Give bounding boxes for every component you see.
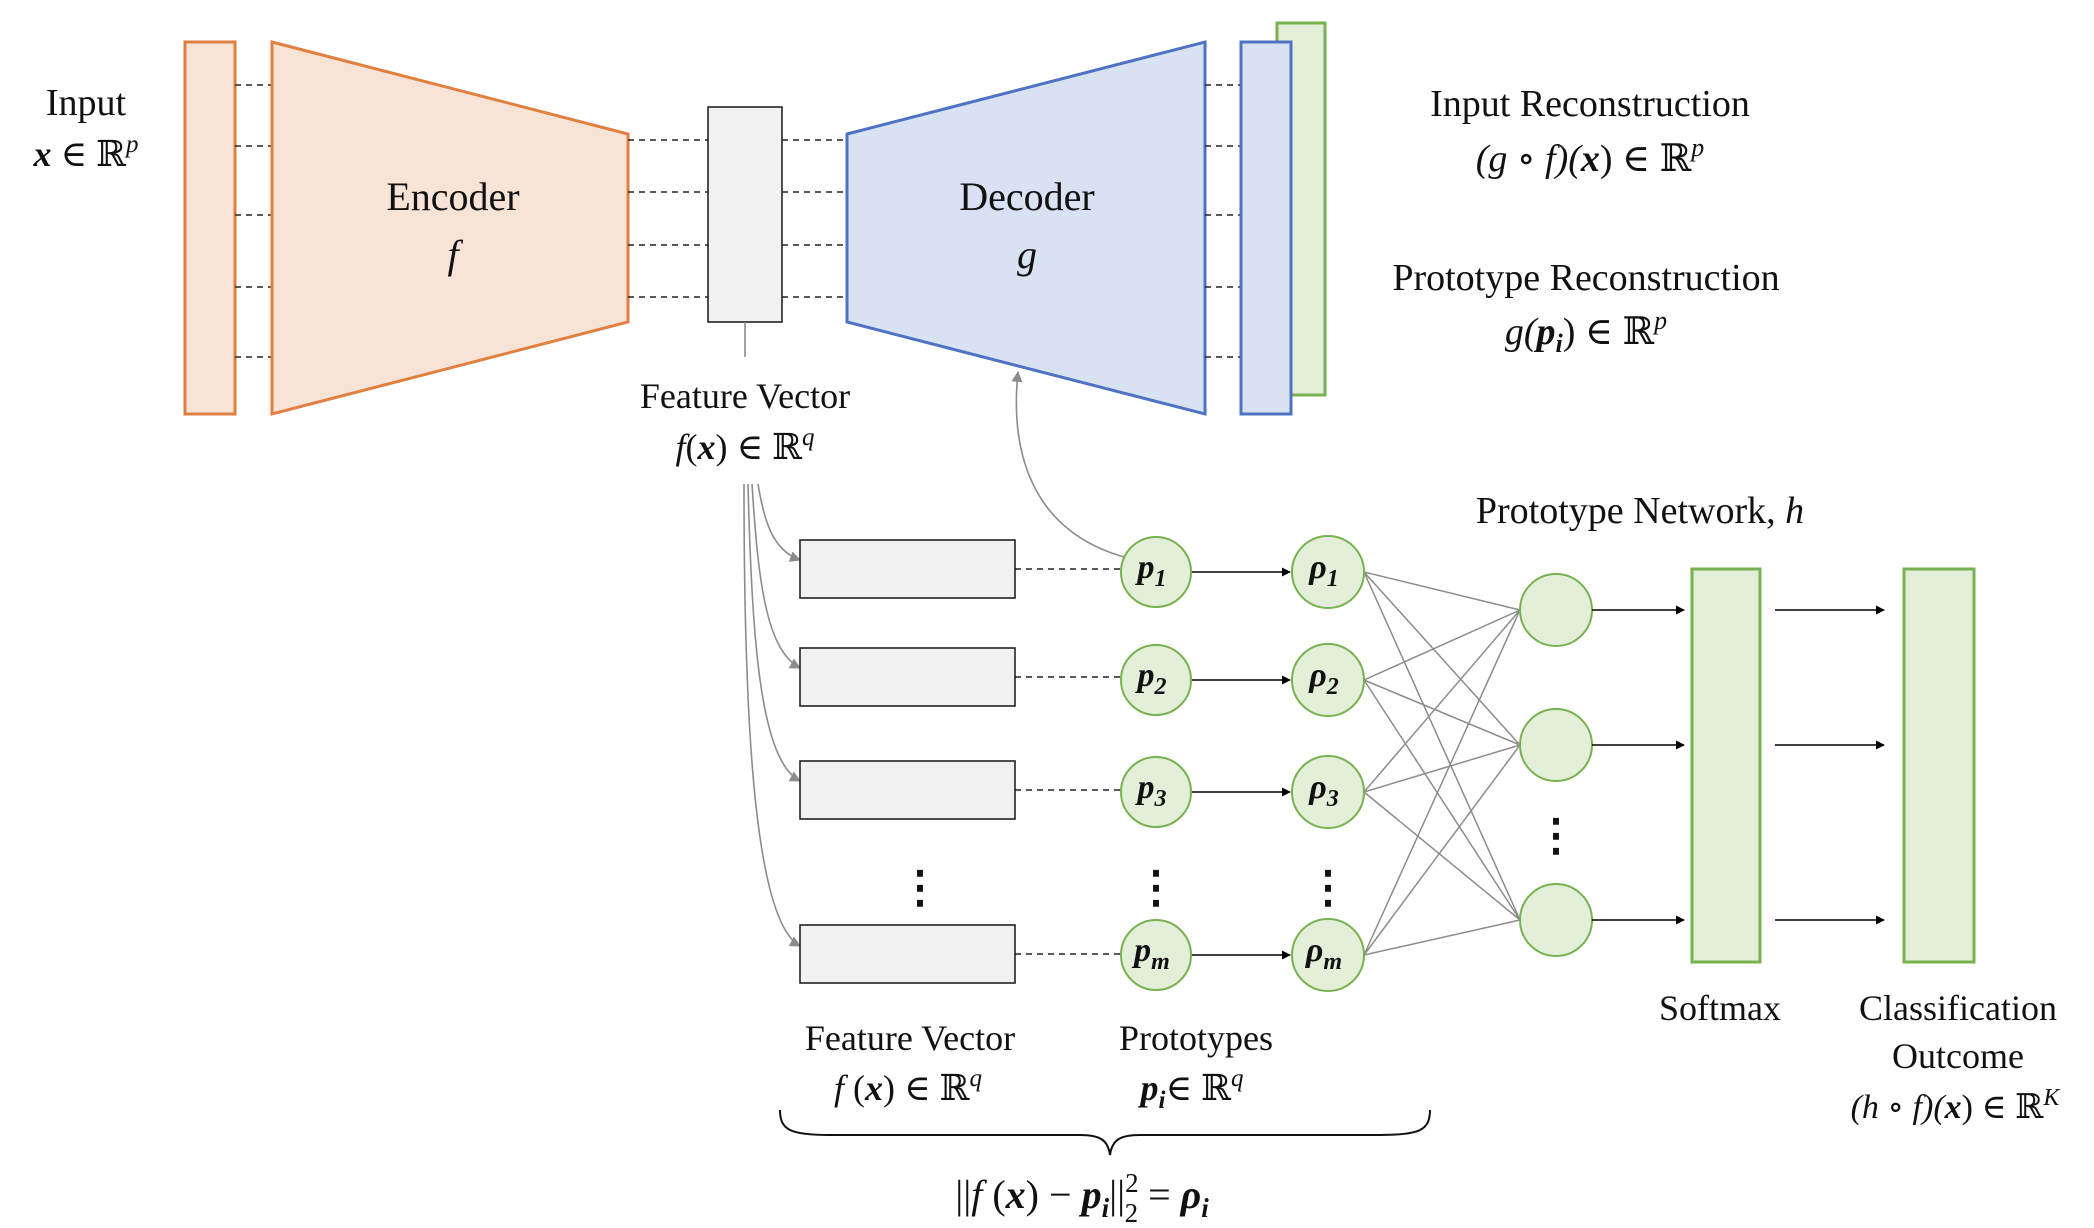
underbrace: [779, 1109, 1431, 1156]
classification-label-line1: Classification: [1859, 988, 2057, 1028]
decoder-symbol: g: [1017, 232, 1037, 277]
feature-vector-top: [707, 106, 783, 323]
feature-box-2: [799, 647, 1016, 707]
prototype-node-m: [1120, 919, 1192, 991]
encoder-block: [270, 40, 630, 416]
input-title: Input: [46, 82, 127, 124]
prototype-node-3: [1120, 756, 1192, 828]
input-reconstruction-layer: [1239, 40, 1293, 416]
feature-box-3: [799, 760, 1016, 820]
feature-vector-top-domain: f(x) ∈ ℝq: [675, 424, 814, 467]
prototype-label-1: p1: [1135, 549, 1167, 592]
feature-box-m: [799, 924, 1016, 984]
prototypes-bottom-title: Prototypes: [1119, 1018, 1273, 1058]
classification-formula: (h ∘ f)(x) ∈ ℝK: [1851, 1085, 2062, 1126]
prototype-node-1: [1120, 536, 1192, 608]
rho-label-1: ρ1: [1308, 549, 1339, 592]
feature-vector-top-title: Feature Vector: [640, 376, 850, 416]
feature-box-1: [799, 539, 1016, 599]
rho-column: [1291, 535, 1365, 992]
ellipsis-prototypes: ⋮: [1134, 863, 1178, 912]
prototype-column: [1120, 536, 1192, 991]
input-layer: [183, 40, 237, 416]
decoder-title: Decoder: [959, 174, 1094, 219]
softmax-output-arrows: [1775, 605, 1885, 925]
feature-fan-arrows: [743, 483, 802, 947]
prototype-rho-arrows: [1192, 567, 1291, 960]
rho-node-m: [1291, 918, 1365, 992]
classification-label-line2: Outcome: [1892, 1036, 2024, 1076]
decoder-output-connectors: [1205, 84, 1241, 358]
feature-vector-bottom-title: Feature Vector: [805, 1018, 1015, 1058]
box-prototype-connectors: [1015, 568, 1120, 955]
prototype-node-2: [1120, 644, 1192, 716]
prototype-reconstruction-title: Prototype Reconstruction: [1392, 257, 1779, 299]
input-reconstruction-title: Input Reconstruction: [1430, 83, 1750, 125]
ellipsis-boxes: ⋮: [898, 863, 942, 912]
hidden-softmax-arrows: [1592, 605, 1685, 925]
prototype-reconstruction-formula: g(pi) ∈ ℝp: [1505, 306, 1667, 358]
input-reconstruction-formula: (g ∘ f)(x) ∈ ℝp: [1476, 133, 1705, 180]
prototype-to-decoder-arrow: [1011, 370, 1125, 558]
encoder-feature-connectors: [628, 139, 708, 298]
ellipsis-rho: ⋮: [1306, 863, 1350, 912]
encoder-title: Encoder: [386, 174, 519, 219]
input-encoder-connectors: [235, 84, 272, 358]
rho-node-2: [1291, 643, 1365, 717]
rho-hidden-connections: [1363, 571, 1521, 956]
ellipsis-hidden: ⋮: [1534, 811, 1578, 860]
prototype-label-2: p2: [1135, 657, 1167, 700]
hidden-node-1: [1519, 573, 1593, 647]
prototype-label-3: p3: [1135, 769, 1167, 812]
hidden-column: [1519, 573, 1593, 957]
prototype-network-title: Prototype Network, h: [1476, 490, 1804, 532]
softmax-label: Softmax: [1659, 988, 1781, 1028]
hidden-node-3: [1519, 883, 1593, 957]
prototypes-bottom-domain: pi∈ ℝq: [1137, 1065, 1243, 1114]
softmax-layer: [1690, 567, 1762, 964]
classification-layer: [1902, 567, 1976, 964]
feature-vector-bottom-domain: f (x) ∈ ℝq: [834, 1065, 982, 1108]
feature-decoder-connectors: [782, 139, 847, 298]
prototype-label-m: pm: [1131, 932, 1170, 975]
rho-node-3: [1291, 755, 1365, 829]
input-domain: x ∈ ℝp: [32, 131, 138, 174]
rho-label-2: ρ2: [1308, 657, 1339, 700]
hidden-node-2: [1519, 708, 1593, 782]
rho-label-m: ρm: [1305, 932, 1342, 975]
rho-label-3: ρ3: [1308, 769, 1339, 812]
rho-node-1: [1291, 535, 1365, 609]
decoder-block: [845, 40, 1207, 416]
